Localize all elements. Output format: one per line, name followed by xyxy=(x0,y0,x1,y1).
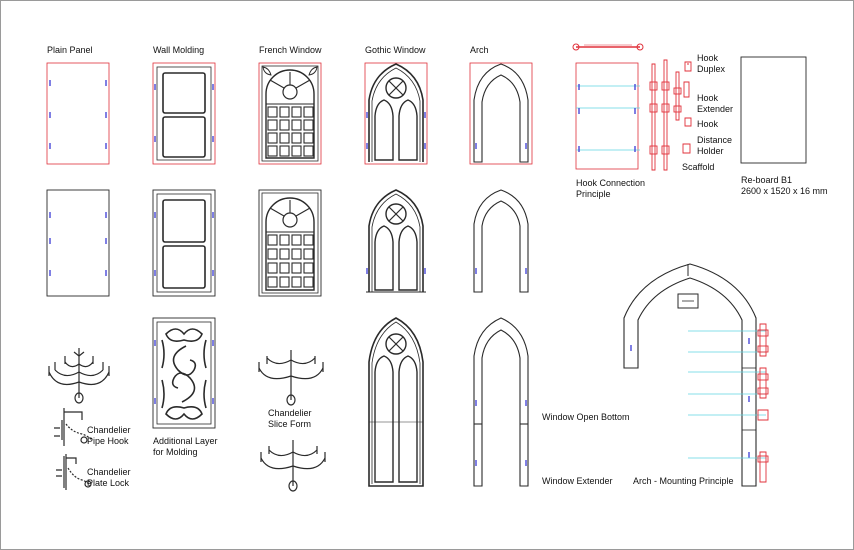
plain-panel-assembled xyxy=(46,189,110,297)
chandelier-slice-bottom-icon xyxy=(260,440,326,492)
chandelier-plate-lock-icon xyxy=(56,454,92,490)
label-hook: Hook xyxy=(697,119,719,129)
arch-tall xyxy=(473,317,529,487)
title-plain-panel: Plain Panel xyxy=(47,45,93,55)
scaffold-parts xyxy=(649,59,692,171)
reboard-sheet xyxy=(740,56,807,164)
chandelier-slice-top-icon xyxy=(258,350,324,406)
french-window-assembled xyxy=(258,189,322,297)
title-gothic-window: Gothic Window xyxy=(365,45,426,55)
gothic-window-tall xyxy=(368,317,424,487)
gothic-window-sheet xyxy=(364,62,428,165)
plain-panel-sheet xyxy=(46,62,110,165)
wall-molding-sheet xyxy=(152,62,216,165)
arch-assembled xyxy=(473,189,529,293)
label-window-extender: Window Extender xyxy=(542,476,613,486)
french-window-sheet xyxy=(258,62,322,165)
gothic-window-assembled xyxy=(366,189,426,293)
additional-layer-molding xyxy=(152,317,216,429)
label-arch-mounting: Arch - Mounting Principle xyxy=(633,476,734,486)
arch-mounting-diagram xyxy=(623,263,769,487)
label-window-open-bottom: Window Open Bottom xyxy=(542,412,630,422)
title-wall-molding: Wall Molding xyxy=(153,45,205,55)
chandelier-pipe-hook-icon xyxy=(54,408,93,446)
title-arch: Arch xyxy=(470,45,489,55)
label-scaffold: Scaffold xyxy=(682,162,715,172)
hook-connection-diagram xyxy=(572,43,644,170)
wall-molding-assembled xyxy=(152,189,216,297)
arch-sheet xyxy=(469,62,533,165)
chandelier-icon xyxy=(48,348,110,404)
title-french-window: French Window xyxy=(259,45,322,55)
